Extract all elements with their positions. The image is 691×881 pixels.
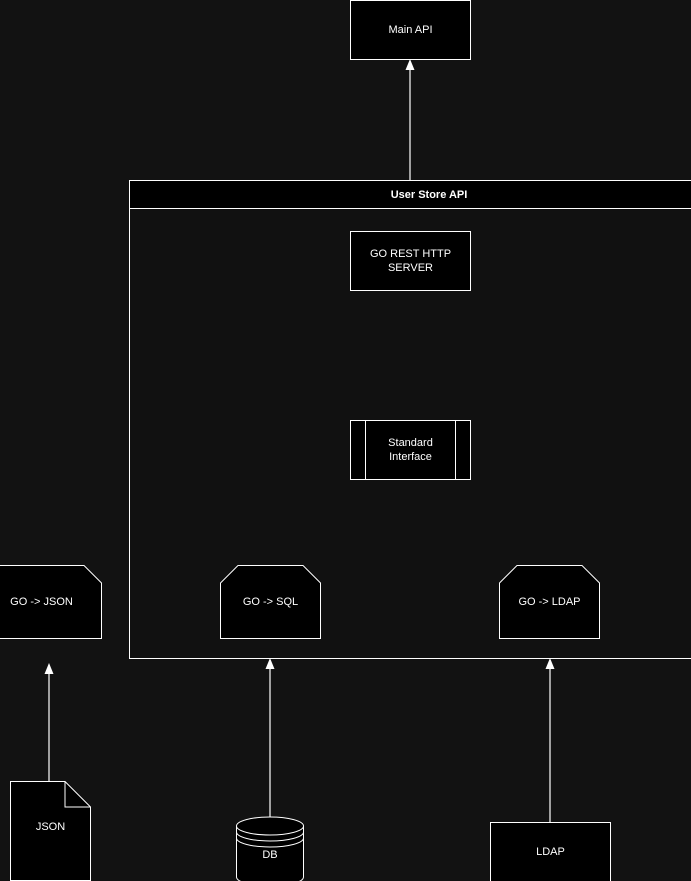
edge-db-to-gosql <box>265 658 275 820</box>
node-json-file[interactable]: JSON <box>10 781 91 881</box>
node-ldap-label: LDAP <box>536 846 565 858</box>
node-go-ldap[interactable]: GO -> LDAP <box>499 565 600 639</box>
cylinder-shape-icon <box>236 816 304 881</box>
document-shape-icon <box>10 781 91 881</box>
node-main-api-label: Main API <box>388 24 433 36</box>
node-main-api[interactable]: Main API <box>350 0 471 60</box>
pentagon-shape-icon <box>0 565 102 639</box>
node-go-sql[interactable]: GO -> SQL <box>220 565 321 639</box>
edge-ldap-to-goldap <box>545 658 555 822</box>
edge-userstore-to-mainapi <box>405 59 415 180</box>
edge-jsonfile-to-gojson <box>44 663 54 785</box>
node-ldap[interactable]: LDAP <box>490 822 611 881</box>
pentagon-shape-icon <box>220 565 321 639</box>
node-standard-interface-label: Standard Interface <box>388 437 433 463</box>
pentagon-shape-icon <box>499 565 600 639</box>
component-tab-left-icon <box>365 420 366 480</box>
node-standard-interface[interactable]: Standard Interface <box>350 420 471 480</box>
node-go-json[interactable]: GO -> JSON <box>0 565 102 639</box>
node-user-store-api-title: User Store API <box>130 181 691 209</box>
node-go-rest-http-server-label: GO REST HTTP SERVER <box>369 248 452 274</box>
component-tab-right-icon <box>455 420 456 480</box>
node-db[interactable]: DB <box>236 815 304 881</box>
node-go-rest-http-server[interactable]: GO REST HTTP SERVER <box>350 231 471 291</box>
